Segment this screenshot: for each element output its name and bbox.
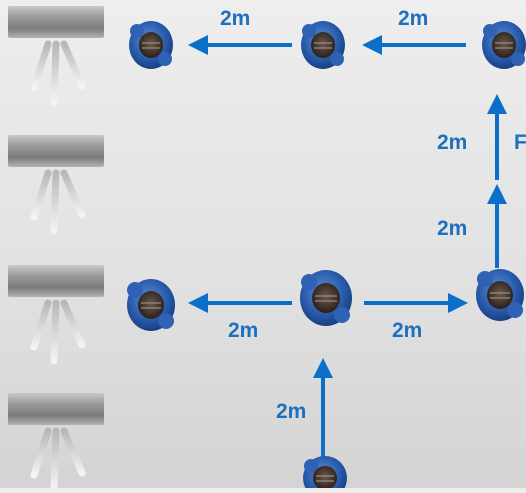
ceiling-light-icon: [8, 393, 104, 493]
distance-label-top-left: 2m: [220, 7, 251, 30]
robot-icon: [301, 21, 345, 69]
edge-text-fragment: F: [514, 131, 526, 154]
distance-label-right-upper: 2m: [437, 131, 468, 154]
distance-label-top-right: 2m: [398, 7, 429, 30]
distance-label-bottom: 2m: [276, 400, 307, 423]
robot-icon: [300, 270, 352, 326]
robot-icon: [127, 279, 175, 331]
ceiling-light-icon: [8, 135, 104, 235]
robot-icon: [129, 21, 173, 69]
robot-icon: [476, 269, 524, 321]
robot-icon: [482, 21, 526, 69]
distance-label-middle-right: 2m: [392, 319, 423, 342]
robot-icon: [303, 456, 347, 493]
ceiling-light-icon: [8, 6, 104, 106]
distance-label-middle-left: 2m: [228, 319, 259, 342]
distance-label-right-lower: 2m: [437, 217, 468, 240]
ceiling-light-icon: [8, 265, 104, 365]
